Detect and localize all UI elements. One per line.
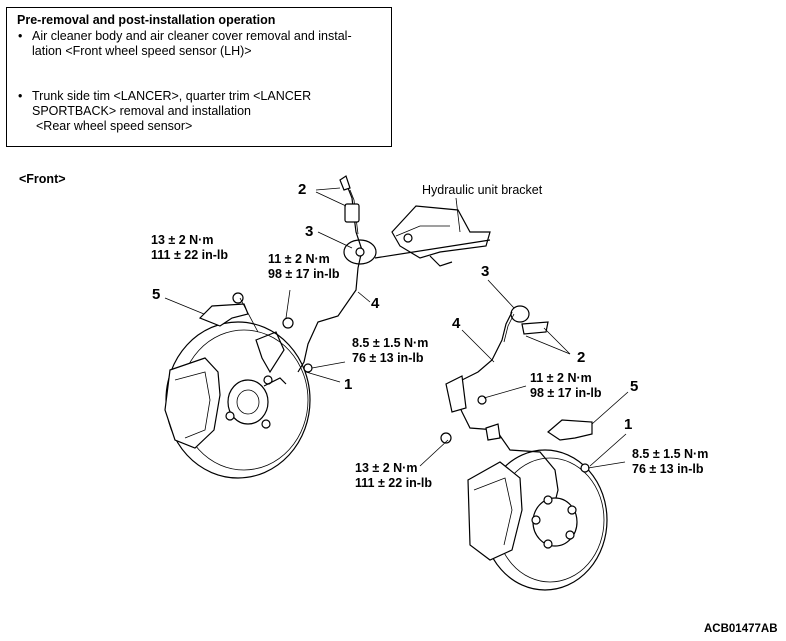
torque-13-rear: 13 ± 2 N·m 111 ± 22 in-lb [355,461,432,491]
callout-5-rear: 5 [630,378,639,395]
torque-inlb: 98 ± 17 in-lb [268,267,340,281]
torque-85-rear: 8.5 ± 1.5 N·m 76 ± 13 in-lb [632,447,708,477]
leader-lines [164,187,629,469]
front-brake-disc [164,321,311,479]
torque-nm: 8.5 ± 1.5 N·m [352,336,429,350]
callout-3-rear: 3 [481,263,490,280]
figure-code: ACB01477AB [704,623,778,635]
note-item-text: Trunk side tim <LANCER>, quarter trim <L… [32,89,312,103]
callout-3-front: 3 [305,223,314,240]
pre-removal-note-box: Pre-removal and post-installation operat… [6,7,392,147]
note-item-cont: SPORTBACK> removal and installation [32,104,251,118]
note-title: Pre-removal and post-installation operat… [17,13,276,27]
callout-1-rear: 1 [624,416,633,433]
callout-2-rear: 2 [577,349,586,366]
note-item-trunk-trim: Trunk side tim <LANCER>, quarter trim <L… [17,89,381,134]
torque-nm: 11 ± 2 N·m [268,252,330,266]
torque-inlb: 111 ± 22 in-lb [151,248,229,262]
callout-5-front: 5 [152,286,161,303]
note-item-text: Air cleaner body and air cleaner cover r… [32,29,352,43]
torque-nm: 13 ± 2 N·m [151,233,214,247]
torque-11-front: 11 ± 2 N·m 98 ± 17 in-lb [268,252,339,282]
note-item-sub: <Rear wheel speed sensor> [36,119,193,133]
torque-nm: 13 ± 2 N·m [355,461,418,475]
hydraulic-unit-bracket-label: Hydraulic unit bracket [422,183,543,197]
torque-nm: 8.5 ± 1.5 N·m [632,447,709,461]
torque-inlb: 76 ± 13 in-lb [632,462,704,476]
torque-inlb: 98 ± 17 in-lb [530,386,602,400]
callout-1-front: 1 [344,376,353,393]
torque-11-rear: 11 ± 2 N·m 98 ± 17 in-lb [530,371,601,401]
torque-inlb: 111 ± 22 in-lb [355,476,433,490]
rear-sensor-harness [440,305,590,499]
rear-bracket-5 [547,419,593,441]
torque-85-front: 8.5 ± 1.5 N·m 76 ± 13 in-lb [352,336,428,366]
note-item-air-cleaner: Air cleaner body and air cleaner cover r… [17,29,381,59]
torque-inlb: 76 ± 13 in-lb [352,351,424,365]
callout-4-rear: 4 [452,315,461,332]
note-item-cont: lation <Front wheel speed sensor (LH)> [32,44,252,58]
callout-2-front: 2 [298,181,307,198]
note-list: Air cleaner body and air cleaner cover r… [17,29,381,134]
hydraulic-unit-bracket [374,205,491,267]
rear-brake-disc [467,449,608,591]
torque-13-front: 13 ± 2 N·m 111 ± 22 in-lb [151,233,228,263]
front-bracket-5 [198,292,249,327]
callout-4-front: 4 [371,295,380,312]
torque-nm: 11 ± 2 N·m [530,371,592,385]
front-sensor-harness [282,175,377,373]
front-view-label: <Front> [19,172,66,186]
